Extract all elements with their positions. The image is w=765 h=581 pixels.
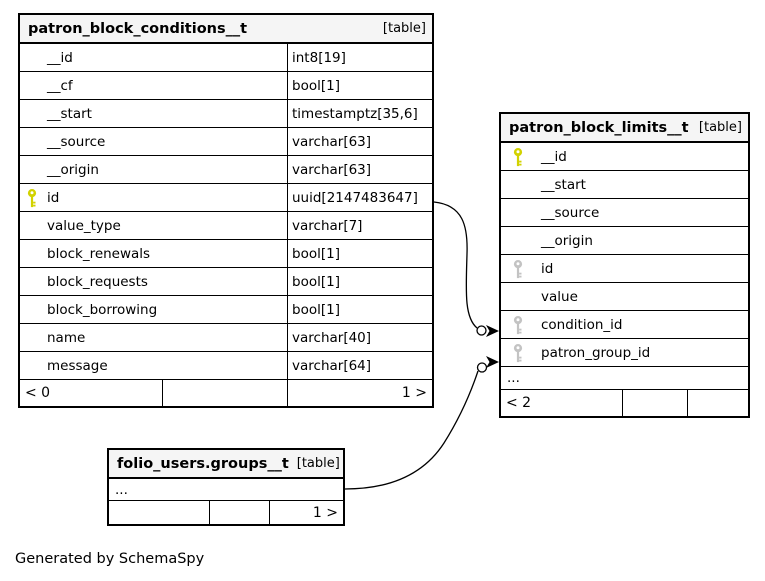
table-name: patron_block_limits__t <box>509 119 689 136</box>
column-name: __start <box>541 176 586 193</box>
table-type-badge: [table] <box>382 21 426 36</box>
foreign-key-icon <box>513 315 523 334</box>
table-node-patron-block-limits: patron_block_limits__t [table] __id __sta… <box>499 112 750 418</box>
column-name: __source <box>541 204 600 221</box>
table-footer: < 2 <box>501 390 748 416</box>
table-name: folio_users.groups__t <box>117 455 289 472</box>
column-name: __start <box>20 100 288 127</box>
column-type: varchar[7] <box>292 217 363 234</box>
foreign-key-icon <box>513 259 523 278</box>
column-row-id: id <box>501 255 748 283</box>
footer-middle-cell <box>163 380 288 406</box>
column-type: int8[19] <box>292 49 346 66</box>
table-type-badge: [table] <box>698 120 742 135</box>
column-name: __origin <box>20 156 288 183</box>
column-type: varchar[40] <box>292 329 372 346</box>
column-type: varchar[63] <box>292 133 372 150</box>
fk-connector-conditions-id-to-limits-condition-id <box>433 201 499 337</box>
column-name: name <box>20 324 288 351</box>
column-name: id <box>20 184 288 211</box>
column-name: __id <box>501 143 748 170</box>
column-name: id <box>501 255 748 282</box>
generated-by-caption: Generated by SchemaSpy <box>15 551 205 567</box>
footer-middle-cell <box>623 390 688 416</box>
column-name: message <box>20 352 288 379</box>
column-name: __source <box>20 128 288 155</box>
column-type: varchar[63] <box>292 161 372 178</box>
table-node-folio-users-groups: folio_users.groups__t [table] ... 1 > <box>107 448 345 526</box>
column-row-ellipsis: ... <box>501 367 748 390</box>
column-name: __id <box>20 44 288 71</box>
table-header-patron-block-conditions[interactable]: patron_block_conditions__t [table] <box>20 15 432 44</box>
column-name: __origin <box>541 232 593 249</box>
table-footer: < 0 1 > <box>20 380 432 406</box>
column-name: value_type <box>20 212 288 239</box>
table-name: patron_block_conditions__t <box>28 20 248 37</box>
column-row-__start: __start <box>501 171 748 199</box>
footer-middle-cell <box>210 501 270 524</box>
primary-key-icon <box>513 147 523 166</box>
column-row-value: value <box>501 283 748 311</box>
column-name: block_borrowing <box>20 296 288 323</box>
column-type: bool[1] <box>292 301 340 318</box>
column-rows: ... <box>109 479 343 501</box>
column-type: timestamptz[35,6] <box>292 105 418 122</box>
footer-left-degree <box>109 501 210 524</box>
column-name: value <box>541 288 578 305</box>
column-name: patron_group_id <box>501 339 748 366</box>
column-name: ... <box>115 481 128 498</box>
column-type: bool[1] <box>292 77 340 94</box>
table-type-badge: [table] <box>296 456 340 471</box>
column-row-condition_id: condition_id <box>501 311 748 339</box>
footer-left-degree: < 0 <box>20 380 163 406</box>
column-name: ... <box>507 370 520 386</box>
column-type: bool[1] <box>292 273 340 290</box>
table-header-patron-block-limits[interactable]: patron_block_limits__t [table] <box>501 114 748 143</box>
footer-right-degree: 1 > <box>401 385 427 401</box>
primary-key-icon <box>27 188 37 207</box>
foreign-key-icon <box>513 343 523 362</box>
column-name: condition_id <box>501 311 748 338</box>
column-type: uuid[2147483647] <box>292 189 418 206</box>
column-row-__origin: __origin <box>501 227 748 255</box>
column-name: block_requests <box>20 268 288 295</box>
column-row-__id: __id <box>501 143 748 171</box>
column-name: __cf <box>20 72 288 99</box>
footer-right-degree: 1 > <box>312 504 338 521</box>
table-footer: 1 > <box>109 501 343 524</box>
column-row-__source: __source <box>501 199 748 227</box>
footer-right-degree <box>688 390 748 416</box>
footer-left-degree: < 2 <box>501 390 623 416</box>
column-row-ellipsis: ... <box>109 479 343 501</box>
column-type: varchar[64] <box>292 357 372 374</box>
table-header-folio-users-groups[interactable]: folio_users.groups__t [table] <box>109 450 343 479</box>
column-type: bool[1] <box>292 245 340 262</box>
column-name: block_renewals <box>20 240 288 267</box>
column-row-patron_group_id: patron_group_id <box>501 339 748 367</box>
